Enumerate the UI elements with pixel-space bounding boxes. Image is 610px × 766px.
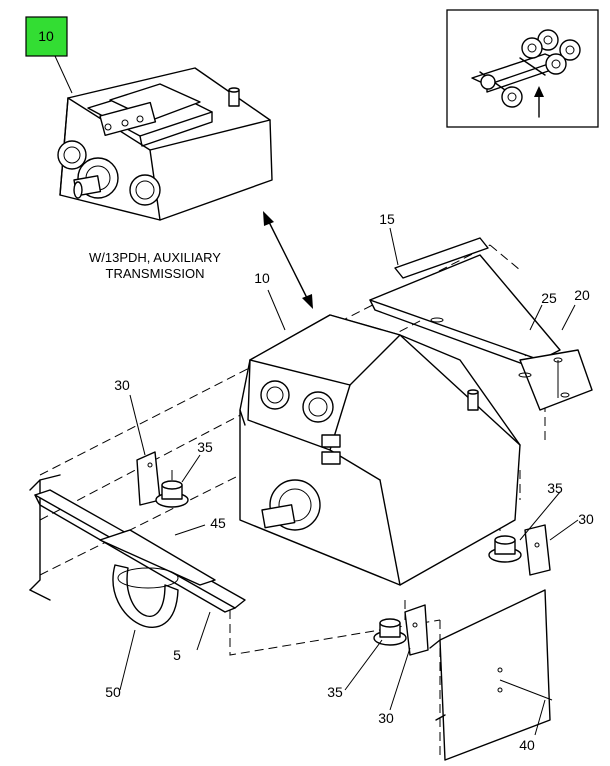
callout-50: 50 bbox=[105, 684, 121, 700]
leader-lines bbox=[119, 227, 579, 736]
callout-35-left: 35 bbox=[197, 439, 213, 455]
highlight-callout-label: 10 bbox=[38, 28, 54, 44]
callout-30-left: 30 bbox=[114, 377, 130, 393]
mount-35-left[interactable] bbox=[155, 480, 189, 508]
callout-10: 10 bbox=[254, 270, 270, 286]
callout-30-bottom: 30 bbox=[378, 710, 394, 726]
mount-35-bottom[interactable] bbox=[373, 618, 407, 646]
clamp-50[interactable] bbox=[112, 564, 179, 628]
callout-5: 5 bbox=[173, 647, 181, 663]
bolt-20-head bbox=[553, 357, 563, 363]
double-arrow-icon bbox=[263, 211, 313, 309]
crossmember-15[interactable] bbox=[369, 237, 593, 411]
auxiliary-transmission-top[interactable] bbox=[57, 67, 273, 221]
bracket-30-bottom[interactable] bbox=[404, 604, 429, 656]
callout-45: 45 bbox=[210, 515, 226, 531]
callout-35-bottom: 35 bbox=[327, 684, 343, 700]
crossmember-5[interactable] bbox=[34, 489, 246, 613]
vehicle-locator-icon bbox=[446, 9, 599, 128]
callout-15: 15 bbox=[379, 211, 395, 227]
callout-20: 20 bbox=[574, 287, 590, 303]
callout-35-right: 35 bbox=[547, 480, 563, 496]
caption-line-2: TRANSMISSION bbox=[106, 266, 205, 281]
caption-line-1: W/13PDH, AUXILIARY bbox=[89, 250, 221, 265]
bracket-30-right[interactable] bbox=[524, 524, 551, 576]
main-transmission[interactable] bbox=[239, 314, 521, 586]
highlight-callout-10[interactable]: 10 bbox=[25, 16, 68, 57]
callout-25: 25 bbox=[541, 290, 557, 306]
frame-rail-left bbox=[29, 474, 61, 601]
mount-35-right[interactable] bbox=[488, 535, 522, 563]
callout-40: 40 bbox=[519, 737, 535, 753]
frame-rail-right bbox=[429, 589, 551, 761]
callout-30-right: 30 bbox=[578, 511, 594, 527]
leader-highlight bbox=[54, 55, 73, 94]
